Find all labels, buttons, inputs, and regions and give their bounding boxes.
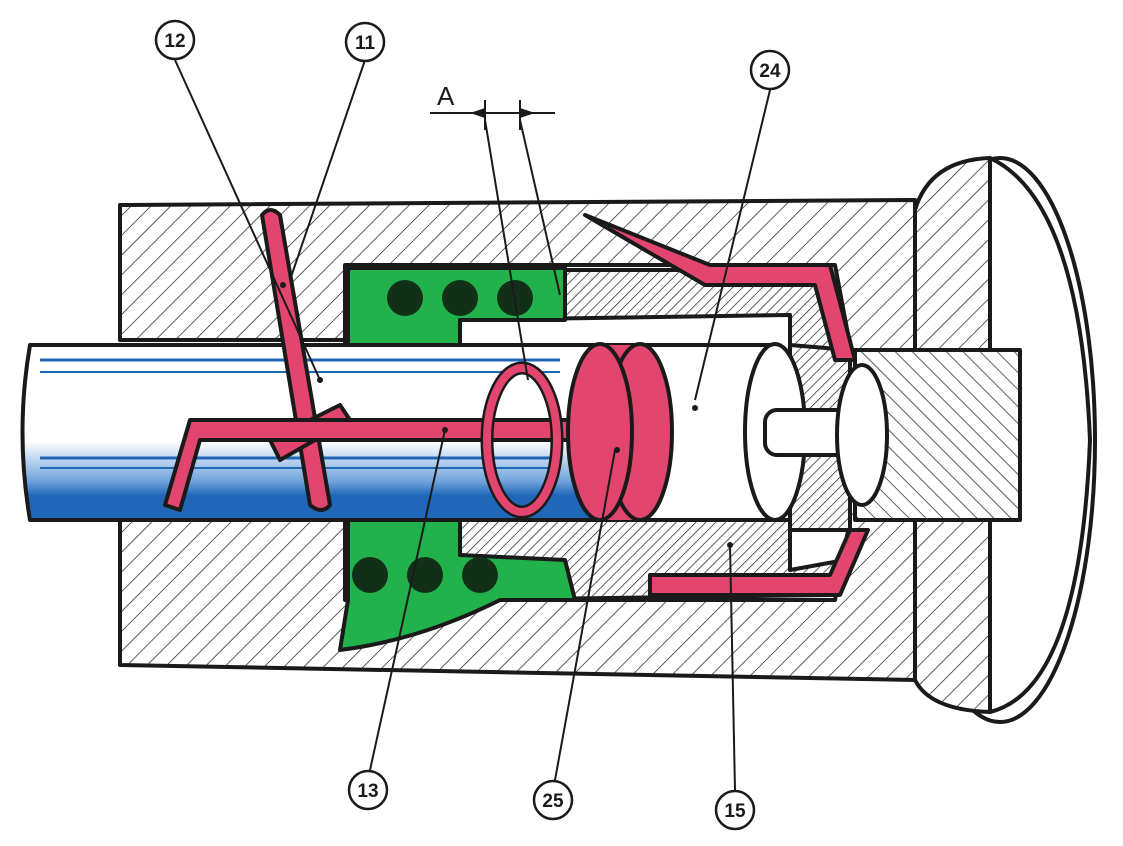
callout-11: 11 (344, 21, 386, 63)
callout-13-label: 13 (357, 781, 378, 802)
callout-25-label: 25 (542, 791, 564, 812)
callout-15-label: 15 (724, 801, 746, 822)
callout-24-label: 24 (759, 61, 781, 82)
dimension-label-a: A (437, 81, 455, 111)
callout-13: 13 (347, 769, 389, 811)
hex-nut (835, 348, 1022, 522)
red-ring (480, 361, 564, 519)
callout-12: 12 (154, 19, 196, 61)
dimension-a: A (430, 81, 561, 381)
callout-12-label: 12 (164, 31, 185, 52)
green-spring-upper (346, 266, 567, 347)
callout-11-label: 11 (355, 33, 376, 54)
callout-15: 15 (714, 789, 756, 831)
callout-24: 24 (749, 49, 791, 91)
part-markers (280, 282, 733, 548)
green-spring-lower (338, 518, 577, 652)
leader-lines (174, 59, 771, 791)
red-disc-25 (566, 342, 674, 522)
callout-25: 25 (532, 779, 574, 821)
